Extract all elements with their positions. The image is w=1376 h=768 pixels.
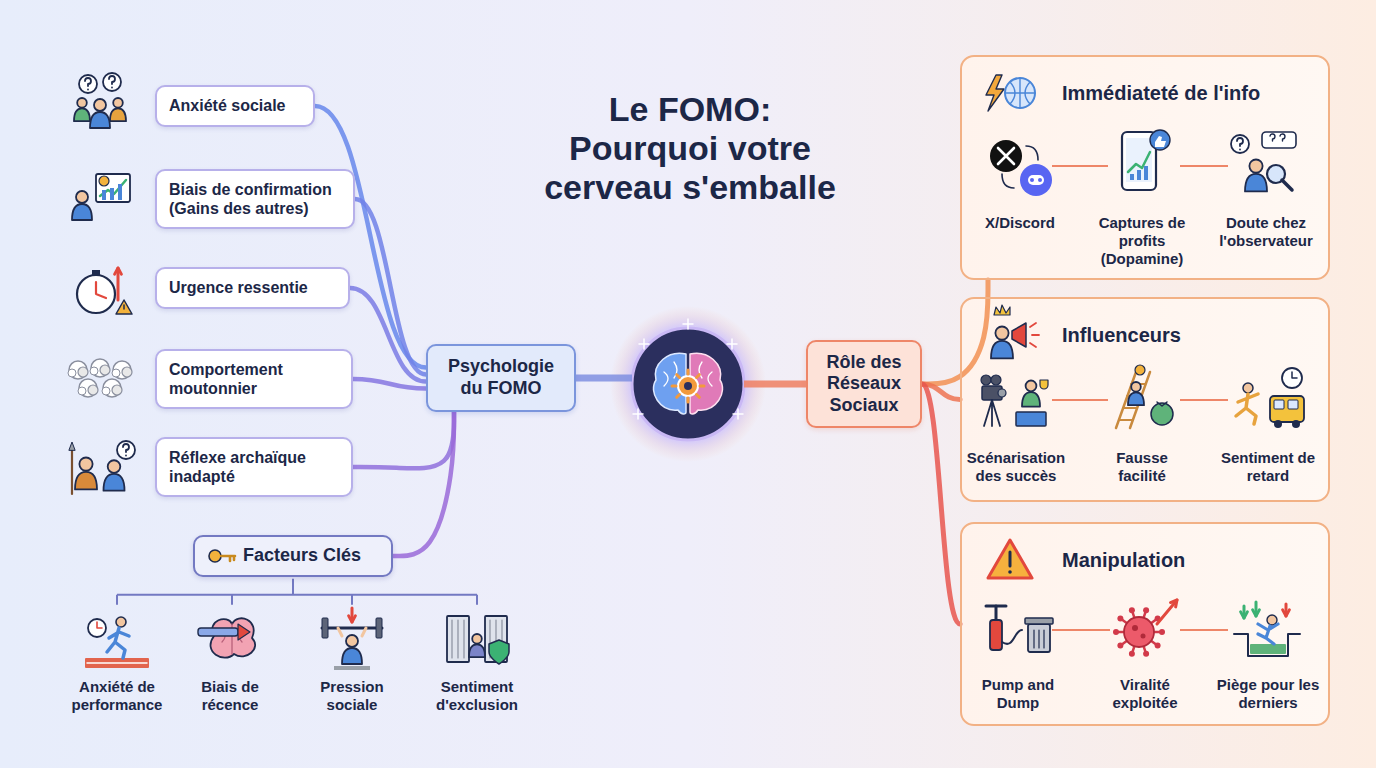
key-icon [207,545,237,567]
diagram-title: Le FOMO: Pourquoi votre cerveau s'emball… [532,90,848,207]
virus-icon [1113,600,1177,657]
runner-icon [85,617,149,668]
king-icon [991,305,1039,358]
connector-curve [350,288,426,382]
sheep-icon [68,359,132,397]
factor-bracket [117,579,477,605]
connector-curve [922,280,988,384]
connector-curve [353,379,426,389]
key-factors-box: Facteurs Clés [193,535,393,577]
item-label: Sentiment d'exclusion [425,678,529,714]
hub-links [576,378,806,384]
item-label: Biais de récence [182,678,278,714]
node-label: Anxiété sociale [169,96,301,115]
cave-icon [69,441,135,494]
panel-fill [960,522,1330,726]
pump-icon [986,606,1053,652]
item-label: Scénarisation des succès [956,449,1076,485]
panel-heading: Influenceurs [1062,323,1318,347]
connector-curve [922,384,960,624]
connector-curve [353,412,454,469]
fall-icon [1234,602,1300,656]
node-label: Psychologie du FOMO [438,356,564,399]
panel-fill [960,55,1330,280]
phone-icon [1122,130,1170,190]
item-label: Fausse facilité [1094,449,1190,485]
connector-curve [393,412,454,556]
warnBig-icon [988,540,1032,578]
psychology-factor-box: Urgence ressentie [155,267,350,308]
item-label: Piège pour les derniers [1213,676,1323,712]
icon-link [1052,165,1228,167]
bolt-icon [986,75,1035,111]
node-label: Urgence ressentie [169,278,336,297]
chart-icon [72,174,130,220]
panel-heading: Immédiateté de l'info [1062,81,1318,105]
node-label: Réflexe archaïque inadapté [169,448,339,486]
node-label: Comportement moutonnier [169,360,339,398]
psychology-factor-box: Anxiété sociale [155,85,315,126]
icon-link [1052,399,1228,401]
connector-curve [315,106,426,368]
category-box: Rôle des Réseaux Sociaux [806,340,922,429]
psychology-factor-box: Biais de confirmation (Gains des autres) [155,169,355,229]
item-label: Pression sociale [304,678,400,714]
item-label: Sentiment de retard [1216,449,1320,485]
psychology-factor-box: Réflexe archaïque inadapté [155,437,353,497]
item-label: Viralité exploitée [1095,676,1195,712]
people-icon [74,73,126,128]
item-label: Anxiété de performance [61,678,173,714]
lifter-icon [322,608,382,670]
item-label: X/Discord [970,214,1070,232]
item-label: Pump and Dump [968,676,1068,712]
ladder-icon [1116,365,1173,428]
panel-heading: Manipulation [1062,548,1318,572]
brain-hub [610,306,766,462]
icon-link [1052,629,1228,631]
connector-curve [355,199,426,375]
magnif-icon [1231,132,1296,191]
camera-icon [981,375,1048,426]
timer-icon [77,268,132,314]
gate-icon [447,616,509,664]
psychology-factor-box: Comportement moutonnier [155,349,353,409]
item-label: Captures de profits (Dopamine) [1082,214,1202,268]
brainArrow-icon [198,618,255,657]
bus-icon [1236,368,1304,428]
category-box: Psychologie du FOMO [426,344,576,411]
node-label: Biais de confirmation (Gains des autres) [169,180,341,218]
node-label: Facteurs Clés [243,545,379,567]
xd-icon [990,140,1052,196]
item-label: Doute chez l'observateur [1211,214,1321,250]
node-label: Rôle des Réseaux Sociaux [816,352,912,417]
